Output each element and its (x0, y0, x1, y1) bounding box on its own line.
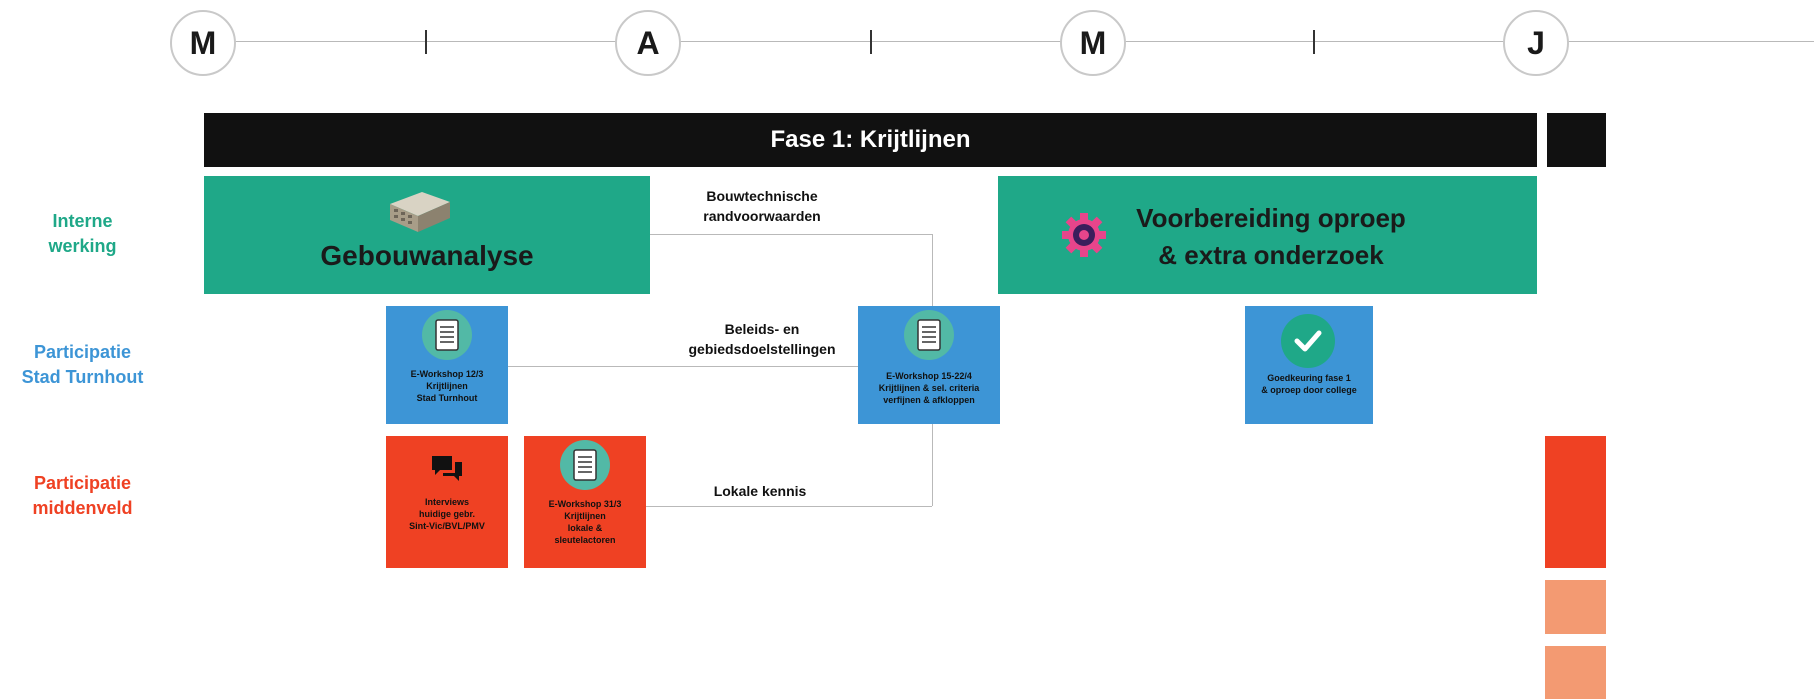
connector-beleids (508, 366, 858, 367)
phase-title: Fase 1: Krijtlijnen (770, 126, 971, 153)
workshop-stad-text: E-Workshop 12/3 Krijtlijnen Stad Turnhou… (410, 369, 484, 403)
workshop-stad-box: E-Workshop 12/3 Krijtlijnen Stad Turnhou… (386, 306, 508, 424)
timeline-line (210, 41, 1814, 42)
voorbereiding-box: Voorbereiding oproep & extra onderzoek (998, 176, 1537, 294)
interviews-box: Interviews huidige gebr. Sint-Vic/BVL/PM… (386, 436, 508, 568)
gebouwanalyse-title: Gebouwanalyse (320, 240, 534, 271)
gear-icon (1062, 213, 1106, 257)
checklist-icon (422, 310, 472, 360)
timeline-tick (425, 30, 427, 54)
next-phase-block-red (1545, 436, 1606, 568)
chat-icon (432, 456, 462, 481)
row-label-stad: Participatie Stad Turnhout (21, 342, 144, 387)
connector-bouw (650, 234, 932, 235)
month-marker-apr: A (615, 10, 681, 76)
connector-lokale (646, 506, 932, 507)
timeline-tick (1313, 30, 1315, 54)
checklist-icon (904, 310, 954, 360)
interviews-text: Interviews huidige gebr. Sint-Vic/BVL/PM… (409, 497, 485, 531)
edge-label-bouwtechnische: Bouwtechnische randvoorwaarden (703, 188, 821, 224)
month-marker-jun: J (1503, 10, 1569, 76)
checkmark-icon (1281, 314, 1335, 368)
next-phase-block-salmon-2 (1545, 646, 1606, 699)
edge-label-beleids: Beleids- en gebiedsdoelstellingen (688, 321, 836, 357)
voorbereiding-title: Voorbereiding oproep & extra onderzoek (1136, 203, 1406, 270)
next-phase-bar (1547, 113, 1606, 167)
checklist-icon (560, 440, 610, 490)
building-icon (390, 192, 450, 232)
phase-bar: Fase 1: Krijtlijnen (204, 113, 1537, 167)
next-phase-block-salmon-1 (1545, 580, 1606, 634)
goedkeuring-text: Goedkeuring fase 1 & oproep door college (1261, 373, 1357, 395)
workshop-verfijnen-text: E-Workshop 15-22/4 Krijtlijnen & sel. cr… (878, 371, 980, 405)
row-label-intern: Interne werking (48, 211, 117, 256)
month-marker-may: M (1060, 10, 1126, 76)
gebouwanalyse-box: Gebouwanalyse (204, 176, 650, 294)
workshop-verfijnen-box: E-Workshop 15-22/4 Krijtlijnen & sel. cr… (858, 306, 1000, 424)
edge-label-lokale: Lokale kennis (713, 483, 807, 499)
row-label-midden: Participatie middenveld (32, 473, 133, 518)
workshop-lokale-box: E-Workshop 31/3 Krijtlijnen lokale & sle… (524, 436, 646, 568)
month-marker-mar: M (170, 10, 236, 76)
workshop-lokale-text: E-Workshop 31/3 Krijtlijnen lokale & sle… (548, 499, 622, 545)
goedkeuring-box: Goedkeuring fase 1 & oproep door college (1245, 306, 1373, 424)
timeline-tick (870, 30, 872, 54)
